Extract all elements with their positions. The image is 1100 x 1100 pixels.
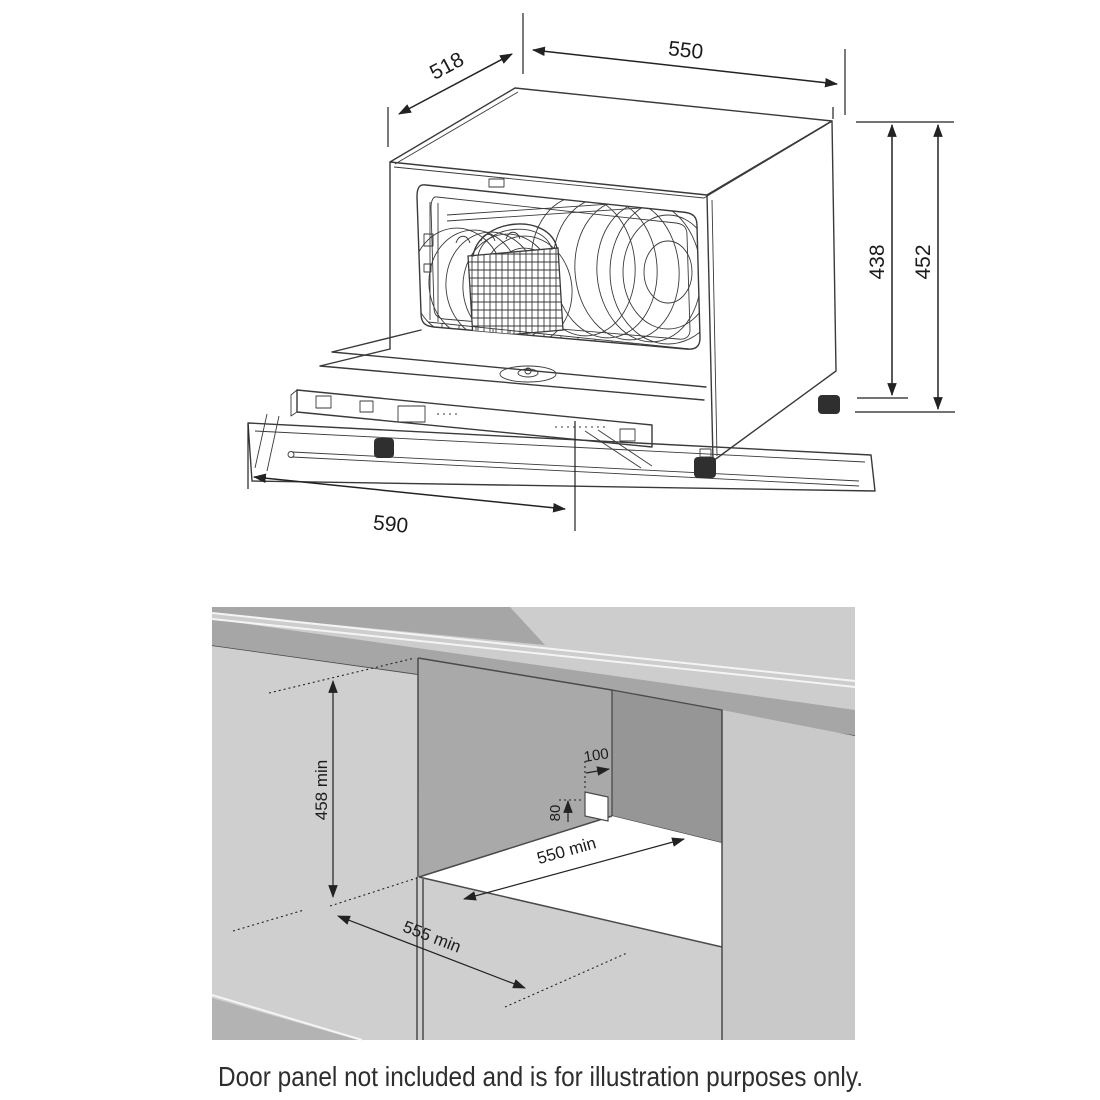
floor-shadow-wedge [212, 998, 358, 1040]
dim-label-cavity-height: 458 min [312, 760, 331, 820]
panel-button-1 [315, 395, 332, 409]
dim-line-notch-width [585, 766, 611, 776]
dim-label-top-width: 550 [667, 37, 704, 64]
cavity-height-extensions [268, 657, 418, 907]
panel-markings [437, 413, 607, 428]
panel-button-2 [359, 400, 374, 413]
dim-line-top-depth [398, 53, 513, 115]
left-rail [429, 202, 439, 322]
cavity-ceiling-edge [417, 657, 613, 691]
dim-label-overall-height: 452 [912, 244, 935, 279]
dim-line-cavity-width [336, 915, 527, 989]
foot-front-right-stem [699, 448, 712, 458]
cavity-width-extensions [232, 909, 628, 1008]
dim-label-notch-width: 100 [583, 745, 610, 766]
base-flap [319, 329, 707, 401]
foot-rear-right [818, 395, 840, 414]
door-hinge-right [584, 429, 653, 469]
dim-line-top-width [531, 46, 839, 88]
base-front-cap [290, 389, 298, 417]
spray-arm [499, 365, 557, 383]
foot-front-left [374, 438, 394, 458]
basket-handle [472, 223, 558, 257]
cutlery-basket [467, 247, 564, 339]
tub-inner-wall [430, 196, 691, 340]
rail-bracket-1 [423, 233, 434, 247]
foot-front-right [694, 457, 716, 478]
dishwasher-right-face [706, 120, 837, 462]
door-hinge-left [254, 413, 280, 472]
dim-label-notch-height: 80 [547, 805, 564, 822]
dishwasher-dimensions: 550 518 438 452 590 [247, 13, 955, 538]
door-inner-edge [254, 430, 866, 463]
dishwasher-right-face-edge [711, 199, 718, 457]
panel-display [397, 405, 426, 423]
floor-highlight-line [211, 994, 363, 1041]
extension-lines [247, 13, 955, 531]
door-rod-cap [287, 451, 295, 458]
services-notch [584, 791, 609, 822]
base-front-panel [296, 389, 653, 448]
dim-label-door-width: 590 [372, 511, 409, 537]
door-latch [488, 178, 505, 188]
dim-label-body-height: 438 [866, 244, 889, 279]
open-door-panel [247, 422, 876, 492]
panel-button-3 [619, 428, 636, 442]
rail-bracket-2 [423, 263, 432, 273]
dim-line-door-width [252, 473, 567, 513]
right-cabinet-face [722, 710, 855, 1040]
cutlery-basket-grid [468, 248, 563, 338]
figure-caption: Door panel not included and is for illus… [218, 1061, 863, 1092]
countertop-highlight-lines [211, 612, 856, 688]
cavity-right-inner-panel [611, 689, 723, 844]
upper-cabinet-wedge [212, 607, 545, 645]
cavity-illustration [211, 607, 856, 1041]
cavity-back-wall [418, 658, 612, 877]
basket-handle-inner [477, 228, 553, 257]
left-cabinet-face [212, 646, 418, 1040]
dim-line-cavity-depth [462, 837, 686, 901]
